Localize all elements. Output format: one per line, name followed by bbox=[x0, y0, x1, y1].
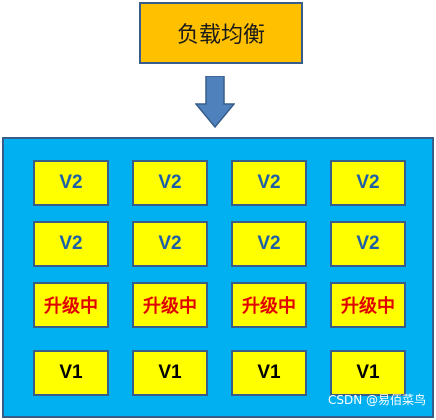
server-node-upgrading: 升级中 bbox=[33, 282, 109, 328]
server-node-v2: V2 bbox=[330, 160, 406, 206]
server-node-v1: V1 bbox=[33, 350, 109, 396]
server-node-v1: V1 bbox=[330, 350, 406, 396]
server-node-v2: V2 bbox=[132, 160, 208, 206]
server-node-upgrading: 升级中 bbox=[330, 282, 406, 328]
server-node-v2: V2 bbox=[231, 160, 307, 206]
server-node-v1: V1 bbox=[231, 350, 307, 396]
server-node-v2: V2 bbox=[330, 221, 406, 267]
server-node-v1: V1 bbox=[132, 350, 208, 396]
watermark-text: CSDN @易佰菜鸟 bbox=[327, 393, 426, 407]
server-node-v2: V2 bbox=[132, 221, 208, 267]
server-cluster: V2 V2 V2 V2 V2 V2 V2 V2 升级中 升级中 升级中 升级中 … bbox=[2, 137, 434, 418]
server-node-v2: V2 bbox=[33, 160, 109, 206]
down-arrow-icon bbox=[195, 76, 235, 128]
server-node-upgrading: 升级中 bbox=[132, 282, 208, 328]
server-node-v2: V2 bbox=[231, 221, 307, 267]
load-balancer-label: 负载均衡 bbox=[176, 23, 265, 48]
load-balancer-box: 负载均衡 bbox=[139, 2, 303, 64]
server-node-v2: V2 bbox=[33, 221, 109, 267]
server-node-upgrading: 升级中 bbox=[231, 282, 307, 328]
